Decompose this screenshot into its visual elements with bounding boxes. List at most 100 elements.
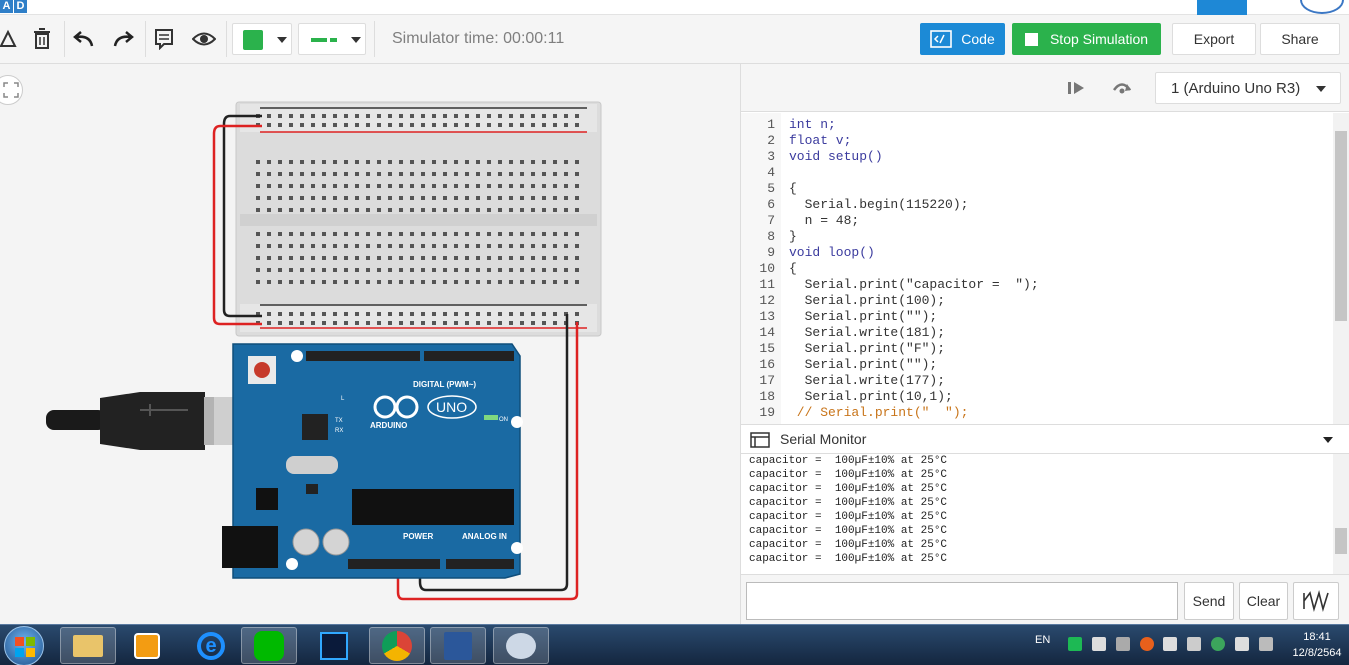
step-over-icon[interactable]: [1111, 78, 1133, 101]
chrome-icon[interactable]: [369, 627, 425, 664]
volume-tray-icon[interactable]: [1187, 637, 1201, 651]
wire-red-rail[interactable]: [212, 124, 262, 326]
paint-glyph: [506, 632, 536, 659]
serial-line: capacitor = 100µF±10% at 25°C: [749, 455, 948, 467]
serial-scroll-thumb[interactable]: [1335, 528, 1347, 554]
photoshop-icon[interactable]: [306, 627, 362, 664]
clock[interactable]: 18:41 12/8/2564: [1285, 629, 1349, 661]
line-number: 19: [759, 405, 775, 420]
serial-monitor-header[interactable]: Serial Monitor: [741, 424, 1349, 454]
tx-label: TX: [335, 418, 343, 424]
code-line[interactable]: 16 Serial.print("");: [741, 357, 1336, 373]
tinkercad-logo[interactable]: A D: [0, 0, 28, 13]
code-line[interactable]: 12 Serial.print(100);: [741, 293, 1336, 309]
export-button[interactable]: Export: [1172, 23, 1256, 55]
wires: [212, 114, 579, 601]
code-line[interactable]: 17 Serial.write(177);: [741, 373, 1336, 389]
wire-gnd[interactable]: [418, 314, 569, 592]
code-line[interactable]: 14 Serial.write(181);: [741, 325, 1336, 341]
wifi-tray-icon[interactable]: [1235, 637, 1249, 651]
word-icon[interactable]: [430, 627, 486, 664]
windows-taskbar: e EN 18:41 12/8/2564: [0, 624, 1349, 665]
redo-icon[interactable]: [107, 23, 139, 55]
media-player-icon[interactable]: [119, 627, 175, 664]
editor-scroll-thumb[interactable]: [1335, 131, 1347, 321]
code-text: Serial.print(100);: [789, 293, 946, 308]
notes-icon[interactable]: [148, 23, 180, 55]
avatar[interactable]: [1300, 0, 1344, 14]
send-button[interactable]: Send: [1184, 582, 1234, 620]
chevron-down-icon[interactable]: [1323, 437, 1333, 443]
clock-time: 18:41: [1303, 631, 1331, 643]
code-text: {: [789, 261, 797, 276]
ie-icon[interactable]: e: [183, 627, 239, 664]
serial-monitor-icon: [750, 432, 770, 448]
undo-icon[interactable]: [68, 23, 100, 55]
fit-view-button[interactable]: [0, 75, 23, 105]
delete-icon[interactable]: [26, 23, 58, 55]
serial-scrollbar[interactable]: [1333, 454, 1349, 574]
network-tray-icon[interactable]: [1211, 637, 1225, 651]
fill-color-dropdown[interactable]: [232, 23, 292, 55]
code-line[interactable]: 6 Serial.begin(115220);: [741, 197, 1336, 213]
code-line[interactable]: 18 Serial.print(10,1);: [741, 389, 1336, 405]
language-indicator[interactable]: EN: [1035, 634, 1051, 646]
code-text: Serial.write(177);: [789, 373, 946, 388]
code-button-label: Code: [961, 31, 995, 47]
signal-tray-icon[interactable]: [1116, 637, 1130, 651]
code-line[interactable]: 11 Serial.print("capacitor = ");: [741, 277, 1336, 293]
code-line[interactable]: 15 Serial.print("F");: [741, 341, 1336, 357]
wire-style-dropdown[interactable]: [298, 23, 366, 55]
arduino-uno[interactable]: [222, 343, 523, 579]
antivirus-tray-icon[interactable]: [1259, 637, 1273, 651]
code-text: Serial.print("");: [789, 309, 938, 324]
circuit-canvas[interactable]: DIGITAL (PWM~) ARDUINO UNO ON TX RX L PO…: [0, 64, 740, 624]
usb-tray-icon[interactable]: [1092, 637, 1106, 651]
code-line[interactable]: 7 n = 48;: [741, 213, 1336, 229]
line-icon[interactable]: [241, 627, 297, 664]
clear-button[interactable]: Clear: [1239, 582, 1288, 620]
rx-label: RX: [335, 428, 343, 434]
code-line[interactable]: 5{: [741, 181, 1336, 197]
paint-icon[interactable]: [493, 627, 549, 664]
code-line[interactable]: 8}: [741, 229, 1336, 245]
start-button[interactable]: [4, 626, 44, 665]
code-line[interactable]: 4: [741, 165, 1336, 181]
wire-5v[interactable]: [396, 322, 579, 601]
code-text: Serial.write(181);: [789, 325, 946, 340]
device-select[interactable]: 1 (Arduino Uno R3): [1155, 72, 1341, 104]
flag-tray-icon[interactable]: [1163, 637, 1177, 651]
digital-label: DIGITAL (PWM~): [413, 380, 476, 389]
serial-line: capacitor = 100µF±10% at 25°C: [749, 511, 948, 523]
graph-button[interactable]: [1293, 582, 1339, 620]
alert-tray-icon[interactable]: [1140, 637, 1154, 651]
code-line[interactable]: 10{: [741, 261, 1336, 277]
line-glyph: [254, 630, 284, 661]
code-text: Serial.print("F");: [789, 341, 946, 356]
code-line[interactable]: 13 Serial.print("");: [741, 309, 1336, 325]
code-button[interactable]: Code: [920, 23, 1005, 55]
toolbar-divider: [145, 21, 146, 57]
rotate-icon[interactable]: [0, 23, 24, 55]
breadboard[interactable]: [235, 101, 602, 337]
share-button[interactable]: Share: [1260, 23, 1340, 55]
wire-black-rail[interactable]: [222, 114, 262, 318]
toolbar: Simulator time: 00:00:11 Code Stop Simul…: [0, 15, 1349, 64]
visibility-icon[interactable]: [188, 23, 220, 55]
step-icon[interactable]: [1067, 80, 1085, 101]
line-tray-icon[interactable]: [1068, 637, 1082, 651]
explorer-icon[interactable]: [60, 627, 116, 664]
stop-simulation-button[interactable]: Stop Simulation: [1012, 23, 1161, 55]
serial-input[interactable]: [746, 582, 1178, 620]
code-line[interactable]: 19 // Serial.print(" ");: [741, 405, 1336, 421]
editor-scrollbar[interactable]: [1333, 113, 1349, 424]
user-menu-tab[interactable]: [1197, 0, 1247, 15]
share-label: Share: [1281, 31, 1319, 47]
chevron-down-icon: [1316, 86, 1326, 92]
